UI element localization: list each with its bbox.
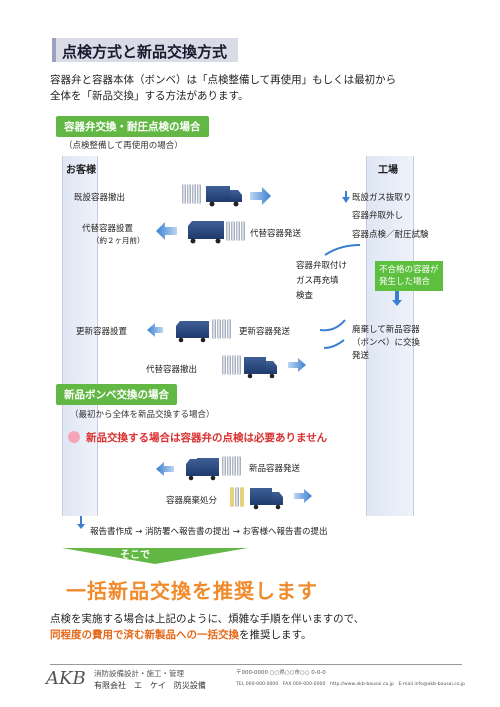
step-new-install: 更新容器設置 <box>76 327 128 337</box>
title-bar <box>52 38 238 62</box>
intro-line-1: 容器弁と容器本体（ボンベ）は「点検整備して再使用」もしくは最初から <box>50 74 397 86</box>
step-check: 検査 <box>296 291 314 301</box>
footer-desc: 消防設備設計・施工・管理 <box>94 669 184 678</box>
replace-steps: 廃棄して新品容器 （ボンベ）に交換 発送 <box>352 324 420 363</box>
arrow-right-icon <box>288 358 306 372</box>
factory-label: 工場 <box>378 165 398 176</box>
footer-contact: TEL 000-000-0000 FAX 000-000-0000 http:/… <box>236 682 466 687</box>
conclusion-line-1: 点検を実施する場合は上記のように、煩雑な手順を伴いますので、 <box>50 613 365 625</box>
company-logo: AKB <box>46 668 86 689</box>
banner-arrow-icon <box>62 548 248 564</box>
headline: 一括新品交換を推奨します <box>66 579 318 603</box>
cylinders-icon <box>222 456 241 476</box>
section2-note: 新品交換する場合は容器弁の点検は必要ありません <box>86 432 328 444</box>
step-gas-removal: 既設ガス抜取り <box>352 193 412 203</box>
arrow-down-icon <box>392 290 402 306</box>
step-temp-install-note: （約２ヶ月前） <box>92 236 145 245</box>
arrow-down-icon <box>342 191 350 203</box>
alert-line-2: 発生した場合 <box>379 277 431 287</box>
customer-column <box>62 156 98 516</box>
step-valve-removal: 容器弁取外し <box>352 211 404 221</box>
step-ship: 発送 <box>352 351 370 361</box>
step-dispose-new: 廃棄して新品容器 <box>352 325 420 335</box>
step-new-cylinder-ship: 新品容器発送 <box>249 464 301 474</box>
alert-line-1: 不合格の容器が <box>379 265 439 275</box>
cylinders-icon <box>222 355 241 375</box>
factory-column <box>366 156 414 516</box>
step-inspection: 容器点検／耐圧試験 <box>352 230 429 240</box>
truck-icon <box>186 458 219 481</box>
section1-label: 容器弁交換・耐圧点検の場合 <box>56 116 209 137</box>
report-flow: 報告書作成 → 消防署へ報告書の提出 → お客様へ報告書の提出 <box>90 527 328 537</box>
page-title: 点検方式と新品交換方式 <box>62 43 228 61</box>
step-replace-cylinder: （ボンベ）に交換 <box>352 338 421 348</box>
curve-arrow-icon <box>324 244 361 256</box>
truck-icon <box>188 221 224 244</box>
truck-icon <box>250 488 283 510</box>
cylinders-icon <box>226 221 245 241</box>
conclusion-highlight: 同程度の費用で済む新製品への一括交換 <box>50 629 239 641</box>
arrow-left-icon <box>156 462 174 476</box>
mid-steps: 容器弁取付け ガス再充填 検査 <box>296 259 347 304</box>
step-refill: ガス再充填 <box>296 276 339 286</box>
curve-arrow-icon <box>323 339 345 349</box>
step-temp-ship: 代替容器発送 <box>250 229 302 239</box>
cylinders-icon <box>182 184 201 204</box>
arrow-left-icon <box>147 323 163 337</box>
truck-icon <box>206 186 242 207</box>
footer-company: 有限会社 エ ケイ 防災設備 <box>94 681 206 690</box>
arrow-left-icon <box>156 222 177 240</box>
conclusion-rest: を推奨します。 <box>239 629 312 641</box>
step-temp-install: 代替容器設置 <box>82 224 134 234</box>
step-new-ship: 更新容器発送 <box>239 327 291 337</box>
conclusion: 点検を実施する場合は上記のように、煩雑な手順を伴いますので、 同程度の費用で済む… <box>50 611 470 643</box>
footer-address: 〒000-0000 ○○県○○市○○ 0-0-0 <box>236 670 326 676</box>
truck-icon <box>244 357 277 379</box>
section2-label: 新品ボンベ交換の場合 <box>56 384 177 405</box>
footer-divider <box>50 664 462 665</box>
fail-alert-badge: 不合格の容器が 発生した場合 <box>375 261 443 291</box>
section1-sub: （点検整備して再使用の場合） <box>64 141 183 151</box>
step-temp-removal: 代替容器撤出 <box>146 365 198 375</box>
arrow-right-icon <box>250 187 271 205</box>
arrow-down-icon <box>77 516 85 529</box>
section2-sub: （最初から全体を新品交換する場合） <box>70 410 215 420</box>
truck-icon <box>176 321 209 343</box>
intro-text: 容器弁と容器本体（ボンベ）は「点検整備して再使用」もしくは最初から 全体を「新品… <box>50 72 460 104</box>
curve-arrow-icon <box>319 319 346 332</box>
conclusion-line-2: 同程度の費用で済む新製品への一括交換を推奨します。 <box>50 627 470 643</box>
step-cylinder-disposal: 容器廃棄処分 <box>166 496 218 506</box>
customer-label: お客様 <box>66 165 96 176</box>
banner-text: そこで <box>120 550 150 561</box>
arrow-right-icon <box>294 489 312 503</box>
note-icon <box>68 431 80 443</box>
cylinders-icon <box>212 319 231 339</box>
cylinders-icon <box>230 487 244 507</box>
intro-line-2: 全体を「新品交換」する方法があります。 <box>50 90 249 102</box>
step-existing-removal: 既設容器撤出 <box>74 193 126 203</box>
step-valve-attach: 容器弁取付け <box>296 261 348 271</box>
